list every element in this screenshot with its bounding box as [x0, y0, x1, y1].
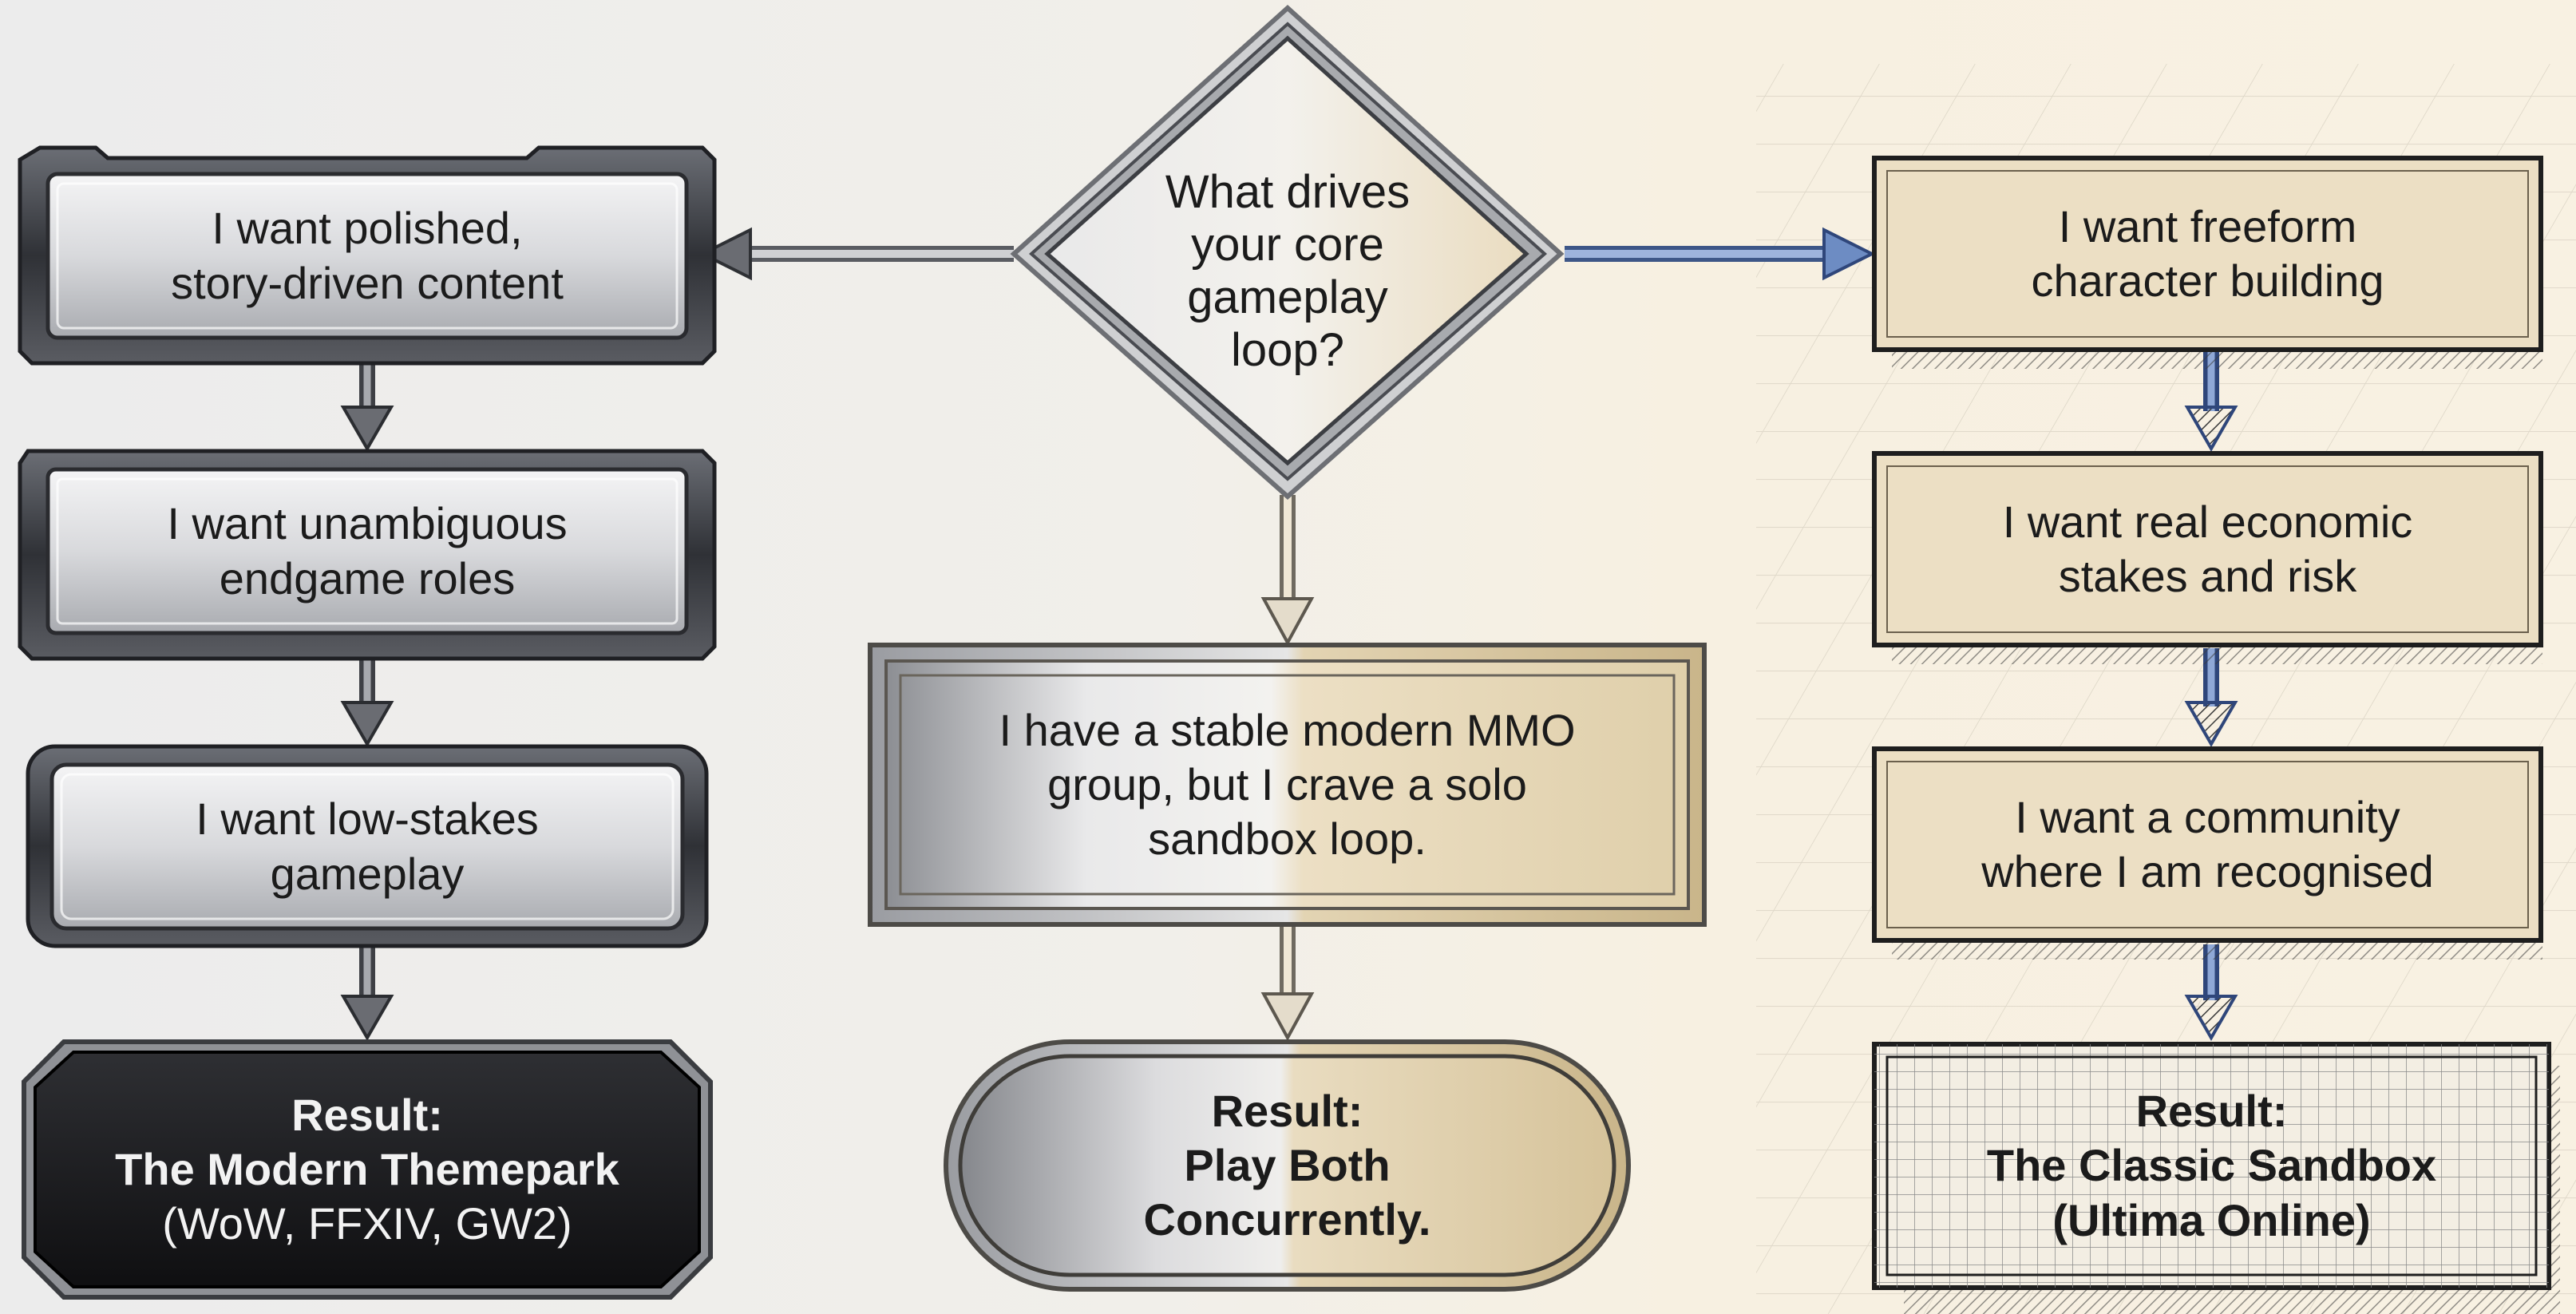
arrow-to-themepark-branch [698, 227, 1014, 281]
center-step-text: I have a stable modern MMO group, but I … [900, 675, 1674, 894]
arrow-to-sandbox-branch [1565, 227, 1876, 281]
themepark-step-1-box [18, 145, 717, 366]
arrow-to-center-box [1260, 495, 1315, 647]
step-line: I want polished, [212, 203, 523, 254]
themepark-step-3-text: I want low-stakes gameplay [52, 765, 683, 928]
step-line: I want real economic [2002, 496, 2413, 547]
step-line: group, but I crave a solo [1047, 758, 1527, 809]
step-line: gameplay [270, 848, 465, 899]
decision-line: your core [1191, 218, 1384, 271]
themepark-result-box [22, 1039, 713, 1300]
step-line: endgame roles [219, 552, 516, 604]
themepark-step-2-box [18, 449, 717, 661]
play-both-result-pill [944, 1039, 1631, 1292]
decision-question: What drives your core gameplay loop? [1086, 152, 1490, 391]
decision-line: What drives [1165, 165, 1411, 218]
step-line: I want low-stakes [196, 794, 539, 845]
result-name: The Classic Sandbox [1986, 1140, 2437, 1191]
sandbox-result-text: Result: The Classic Sandbox (Ultima Onli… [1874, 1044, 2549, 1288]
arrow-right-1 [2184, 351, 2238, 453]
step-line: I want freeform [2058, 200, 2357, 251]
decision-line: loop? [1231, 324, 1344, 377]
step-line: character building [2031, 255, 2384, 306]
sandbox-step-1-text: I want freeform character building [1874, 158, 2541, 350]
themepark-step-2-text: I want unambiguous endgame roles [48, 469, 687, 633]
result-detail: (WoW, FFXIV, GW2) [162, 1198, 572, 1249]
center-step-box [868, 643, 1707, 927]
sandbox-step-3-box [1872, 746, 2543, 960]
step-line: story-driven content [171, 257, 564, 308]
sandbox-step-3-text: I want a community where I am recognised [1874, 749, 2541, 940]
step-line: stakes and risk [2058, 551, 2357, 601]
sandbox-step-2-box [1872, 451, 2543, 664]
result-title: Result: [2135, 1086, 2288, 1137]
result-detail: (Ultima Online) [2052, 1194, 2371, 1245]
sandbox-result-box [1872, 1042, 2560, 1314]
arrow-to-play-both-result [1260, 924, 1315, 1042]
result-title: Result: [1211, 1085, 1363, 1136]
sandbox-step-2-text: I want real economic stakes and risk [1874, 453, 2541, 645]
themepark-result-text: Result: The Modern Themepark (WoW, FFXIV… [35, 1052, 699, 1287]
result-name: Play Both [1184, 1139, 1391, 1190]
step-line: I have a stable modern MMO [999, 704, 1576, 755]
decision-diamond [1010, 4, 1565, 501]
play-both-result-text: Result: Play Both Concurrently. [960, 1056, 1614, 1275]
step-line: sandbox loop. [1148, 813, 1426, 865]
step-line: I want unambiguous [167, 498, 568, 549]
result-name: The Modern Themepark [115, 1143, 619, 1194]
step-line: where I am recognised [1981, 846, 2434, 896]
arrow-left-3 [340, 944, 394, 1042]
decision-line: gameplay [1187, 271, 1388, 323]
step-line: I want a community [2015, 791, 2400, 842]
themepark-step-1-text: I want polished, story-driven content [48, 174, 687, 338]
themepark-step-3-box [26, 744, 709, 948]
sandbox-step-1-box [1872, 156, 2543, 369]
result-title: Result: [291, 1089, 443, 1140]
result-detail: Concurrently. [1143, 1194, 1431, 1245]
